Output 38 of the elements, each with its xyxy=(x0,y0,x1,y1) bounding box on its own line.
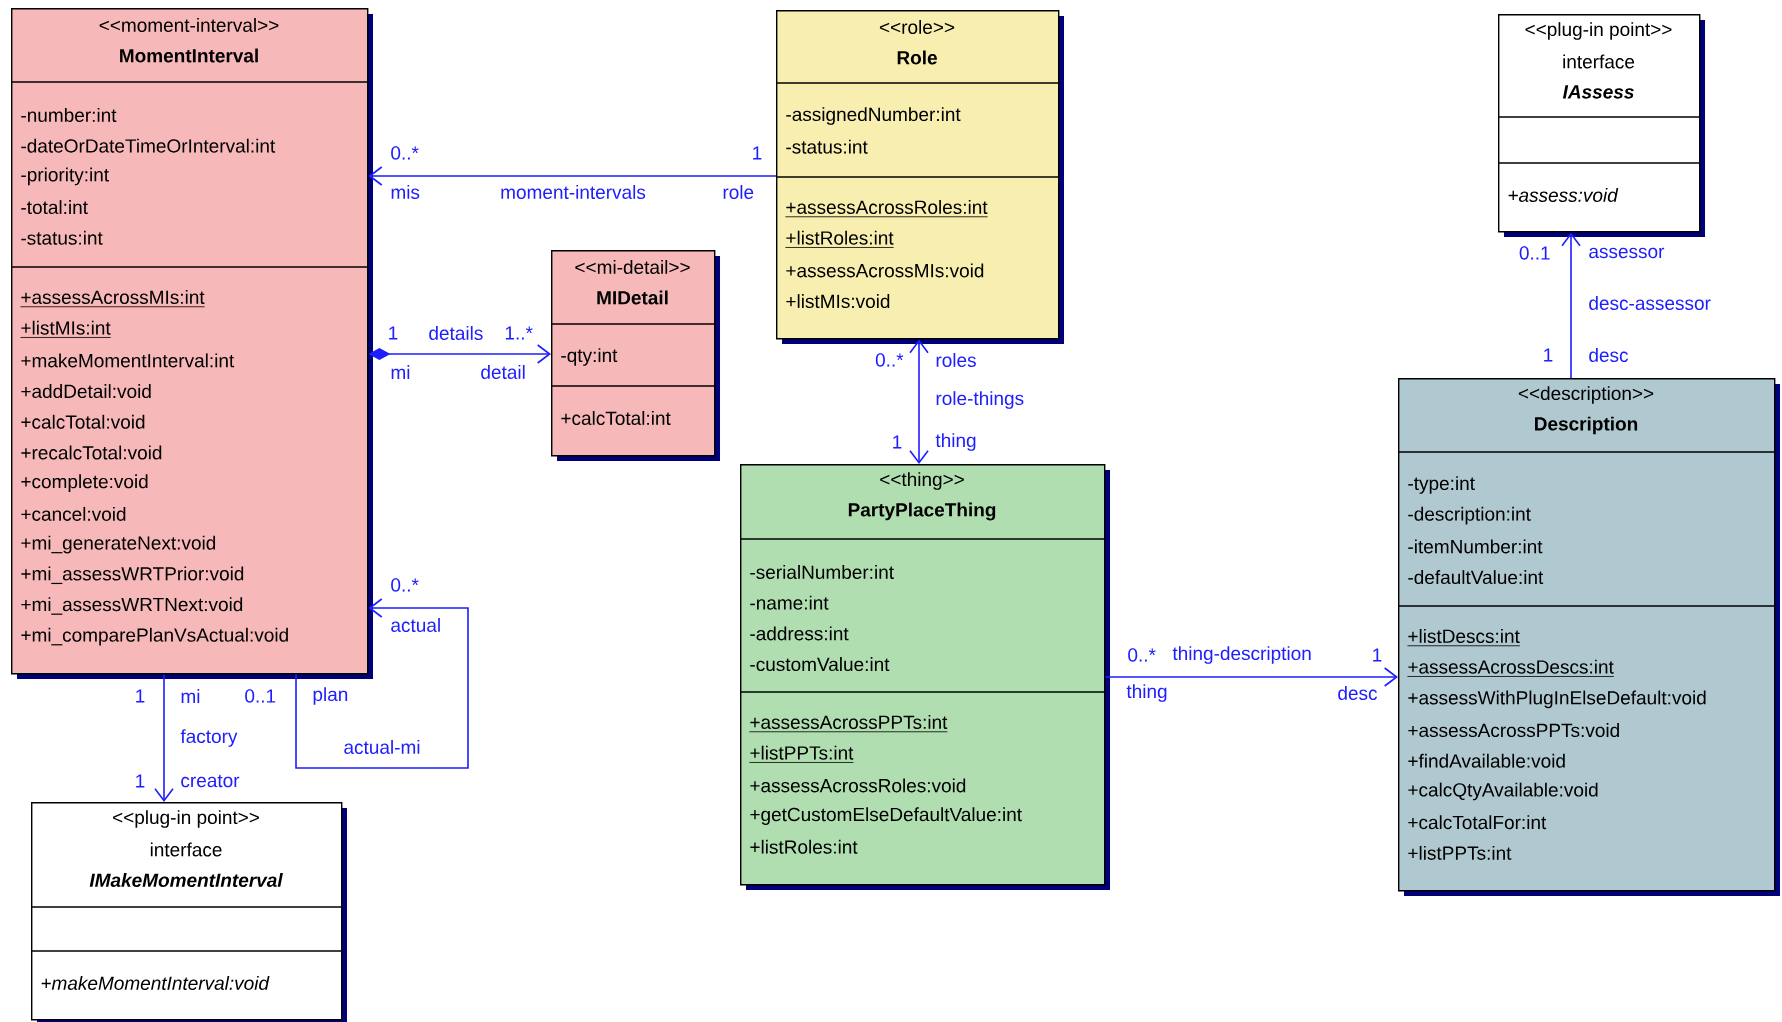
multiplicity-label: 0..* xyxy=(875,353,904,367)
multiplicity-label: 1 xyxy=(753,146,762,160)
association-name: factory xyxy=(178,727,240,749)
multiplicity-label: 1 xyxy=(893,435,902,449)
role-name-label: assessor xyxy=(1589,247,1665,259)
role-name-label: role xyxy=(723,185,754,199)
multiplicity-label: 1 xyxy=(389,326,398,340)
association-arrow xyxy=(368,166,777,186)
association-name: moment-intervals xyxy=(498,183,648,201)
association-name: desc-assessor xyxy=(1586,294,1713,312)
role-name-label: plan xyxy=(313,687,348,705)
multiplicity-label: 1 xyxy=(136,774,145,788)
role-name-label: desc xyxy=(1338,686,1378,700)
role-name-label: actual xyxy=(391,618,440,632)
role-name-label: desc xyxy=(1589,348,1629,362)
association-name: thing-description xyxy=(1170,644,1314,666)
association-name: role-things xyxy=(933,389,1027,411)
association-name: details xyxy=(426,324,486,342)
association-arrow xyxy=(1561,232,1581,379)
multiplicity-label: 0..* xyxy=(391,578,419,592)
role-name-label: mi xyxy=(181,689,200,703)
role-name-label: mi xyxy=(391,365,410,379)
multiplicity-label: 0..* xyxy=(1128,648,1156,662)
role-name-label: roles xyxy=(936,353,976,367)
multiplicity-label: 1..* xyxy=(505,326,533,340)
association-arrow xyxy=(154,673,174,802)
role-name-label: mis xyxy=(391,185,420,199)
role-name-label: thing xyxy=(935,433,976,451)
role-name-label: creator xyxy=(181,774,240,788)
association-arrow xyxy=(1104,667,1398,687)
multiplicity-label: 0..* xyxy=(391,146,419,160)
multiplicity-label: 1 xyxy=(1544,348,1553,362)
multiplicity-label: 1 xyxy=(1373,648,1382,662)
association-name: actual-mi xyxy=(341,738,423,756)
association-arrow xyxy=(295,598,469,769)
association-arrow xyxy=(909,339,929,464)
role-name-label: detail xyxy=(481,365,525,379)
role-name-label: thing xyxy=(1126,684,1167,702)
